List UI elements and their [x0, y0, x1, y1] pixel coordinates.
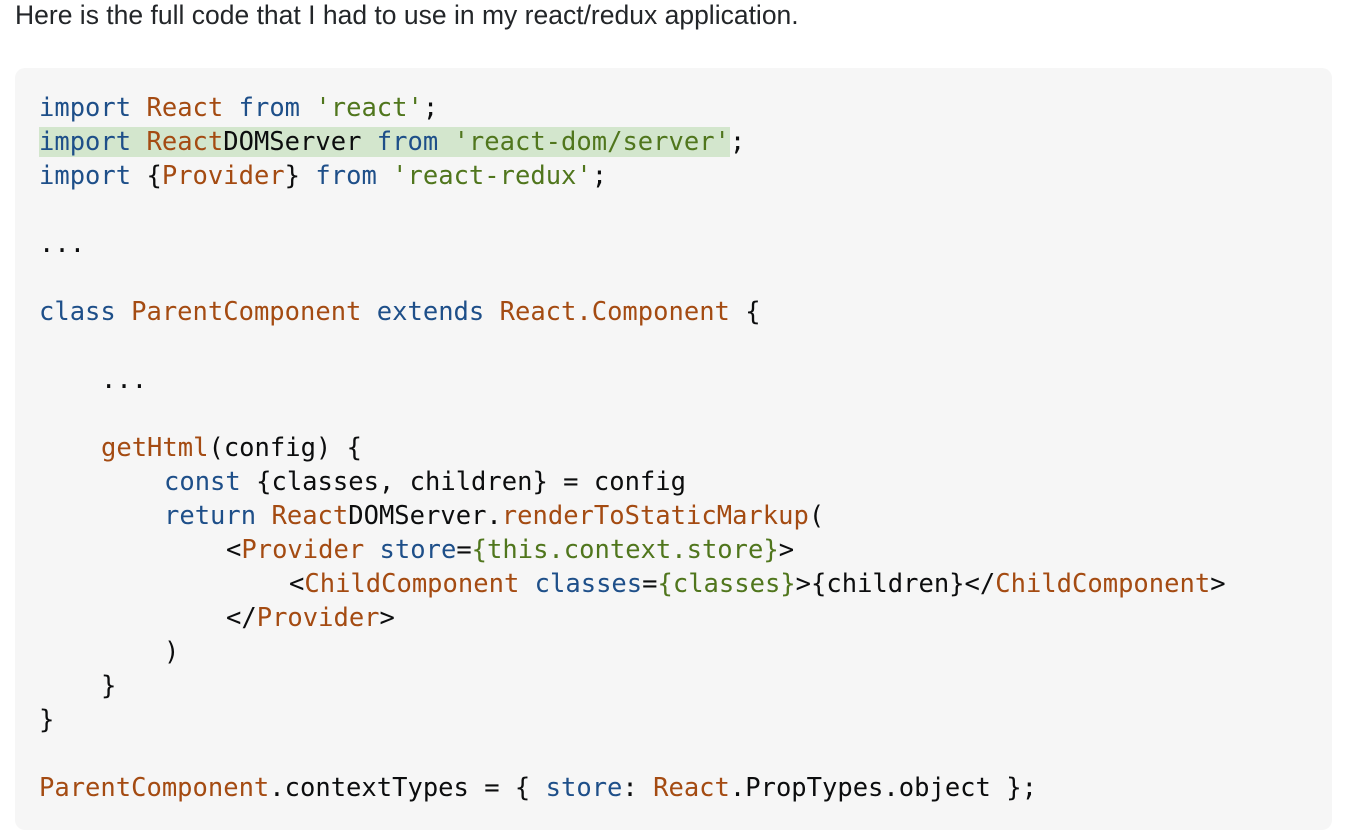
code-line-1: import React from 'react'; [39, 93, 439, 123]
code-line-20 [39, 737, 1226, 771]
code-line-2: import ReactDOMServer from 'react-dom/se… [39, 127, 746, 157]
intro-paragraph: Here is the full code that I had to use … [15, 0, 799, 30]
code-line-9: ... [101, 365, 148, 395]
code-line-7: class ParentComponent extends React.Comp… [39, 297, 761, 327]
code-block[interactable]: import React from 'react'; import ReactDO… [15, 68, 1332, 830]
code-line-14: <Provider store={this.context.store}> [226, 535, 795, 565]
code-line-17: ) [164, 637, 180, 667]
code-line-21: ParentComponent.contextTypes = { store: … [39, 773, 1037, 803]
code-line-18: } [101, 671, 117, 701]
code-line-13: return ReactDOMServer.renderToStaticMark… [164, 501, 825, 531]
code-line-6 [39, 261, 1226, 295]
code-line-4 [39, 193, 1226, 227]
highlighted-line: import ReactDOMServer from 'react-dom/se… [39, 127, 730, 157]
code-line-15: <ChildComponent classes={classes}>{child… [289, 569, 1226, 599]
code-line-3: import {Provider} from 'react-redux'; [39, 161, 608, 191]
code-line-5: ... [39, 229, 86, 259]
code-line-12: const {classes, children} = config [164, 467, 686, 497]
code-content: import React from 'react'; import ReactDO… [39, 91, 1226, 805]
code-line-16: </Provider> [226, 603, 395, 633]
code-line-10 [39, 397, 1226, 431]
code-line-19: } [39, 705, 55, 735]
code-line-11: getHtml(config) { [101, 433, 362, 463]
code-line-8 [39, 329, 1226, 363]
